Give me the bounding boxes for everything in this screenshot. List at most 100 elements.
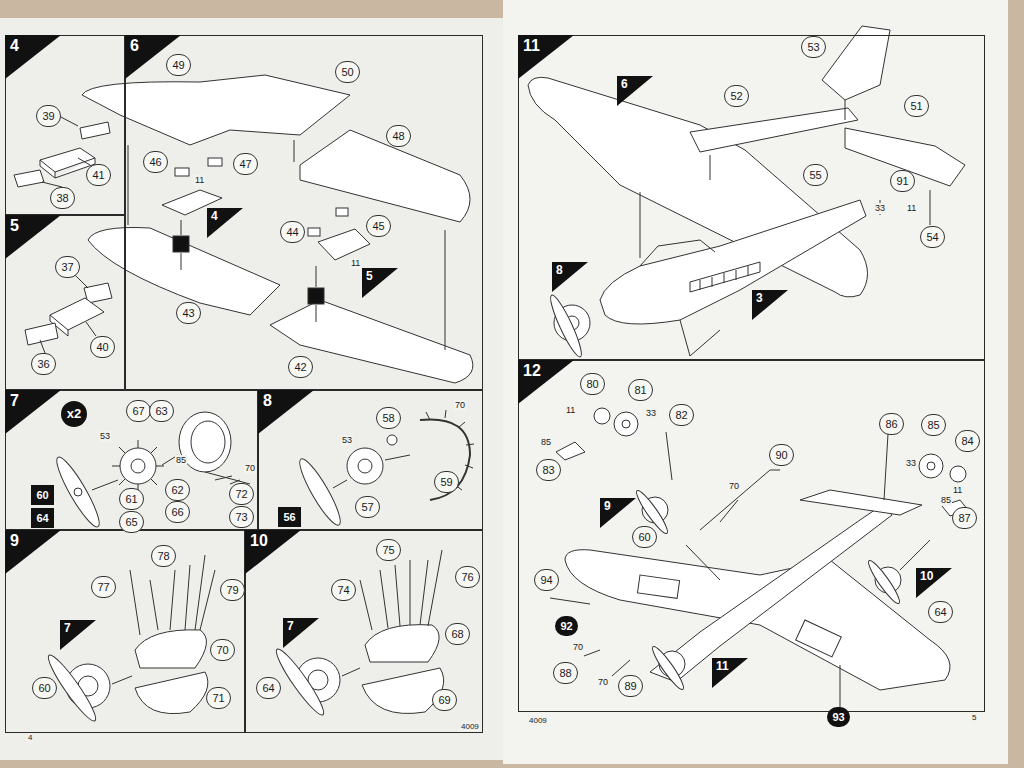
callout-number: 94 bbox=[534, 569, 559, 591]
page-number: 4009 bbox=[528, 716, 548, 726]
page-number: 4 bbox=[27, 733, 33, 743]
part-note: 11 bbox=[906, 203, 917, 214]
line-art bbox=[649, 644, 687, 692]
line-art bbox=[333, 455, 410, 488]
line-art bbox=[622, 420, 630, 428]
page-number: 4009 bbox=[460, 722, 480, 732]
callout-number: 39 bbox=[36, 105, 61, 127]
line-art bbox=[112, 555, 215, 684]
step-number: 12 bbox=[518, 360, 574, 404]
callout-number: 72 bbox=[229, 483, 254, 505]
line-art bbox=[208, 158, 222, 166]
line-art bbox=[308, 288, 324, 304]
part-note: 33 bbox=[905, 458, 917, 469]
callout-number: 90 bbox=[769, 444, 794, 466]
callout-number: 41 bbox=[86, 164, 111, 186]
callout-number: 36 bbox=[31, 353, 56, 375]
line-art bbox=[308, 228, 320, 236]
part-box-number: 60 bbox=[31, 485, 54, 505]
step-number: 9 bbox=[5, 530, 61, 574]
line-art bbox=[650, 505, 892, 682]
line-art bbox=[294, 455, 346, 529]
line-art bbox=[927, 462, 935, 470]
callout-number: 54 bbox=[920, 226, 945, 248]
callout-number: 89 bbox=[618, 675, 643, 697]
callout-number: 62 bbox=[165, 479, 190, 501]
part-note: 70 bbox=[597, 677, 609, 688]
part-note: 11 bbox=[565, 405, 576, 416]
part-box-number: 64 bbox=[31, 508, 54, 528]
line-art bbox=[637, 575, 679, 598]
line-art bbox=[387, 435, 397, 445]
line-art bbox=[112, 440, 164, 492]
callout-number: 40 bbox=[90, 336, 115, 358]
line-art bbox=[74, 488, 82, 496]
line-art bbox=[271, 645, 328, 719]
page-number: 5 bbox=[971, 713, 977, 723]
step-panel: 11 bbox=[518, 35, 985, 360]
line-art bbox=[347, 448, 383, 484]
part-note: 85 bbox=[175, 455, 187, 466]
line-art bbox=[14, 170, 44, 187]
line-art bbox=[191, 421, 225, 463]
callout-number: 57 bbox=[355, 496, 380, 518]
callout-number: 55 bbox=[803, 164, 828, 186]
callout-number: 50 bbox=[335, 61, 360, 83]
part-note: 85 bbox=[540, 437, 552, 448]
part-note: 70 bbox=[572, 642, 584, 653]
part-note: 70 bbox=[728, 481, 740, 492]
callout-number: 77 bbox=[91, 576, 116, 598]
part-box-number: 56 bbox=[278, 507, 301, 527]
line-art bbox=[565, 550, 950, 690]
part-note: 70 bbox=[244, 463, 256, 474]
callout-number: 65 bbox=[119, 511, 144, 533]
line-art bbox=[50, 298, 104, 336]
callout-number: 38 bbox=[50, 187, 75, 209]
callout-number: 78 bbox=[151, 545, 176, 567]
line-art bbox=[270, 300, 473, 383]
part-note: 11 bbox=[952, 485, 963, 496]
callout-number: 42 bbox=[288, 356, 313, 378]
part-note: 70 bbox=[454, 400, 466, 411]
line-art bbox=[919, 454, 943, 478]
callout-number: 79 bbox=[220, 579, 245, 601]
callout-number: 51 bbox=[904, 95, 929, 117]
callout-number: 84 bbox=[955, 430, 980, 452]
line-art bbox=[640, 100, 930, 356]
quantity-badge: x2 bbox=[61, 401, 87, 427]
callout-number: 59 bbox=[434, 471, 459, 493]
callout-number: 74 bbox=[331, 579, 356, 601]
black-callout: 92 bbox=[555, 616, 578, 636]
callout-number: 46 bbox=[143, 151, 168, 173]
callout-number: 73 bbox=[229, 506, 254, 528]
callout-number: 48 bbox=[386, 125, 411, 147]
line-art bbox=[120, 448, 156, 484]
line-art bbox=[128, 140, 445, 350]
callout-number: 87 bbox=[952, 507, 977, 529]
callout-number: 81 bbox=[628, 379, 653, 401]
line-art bbox=[822, 26, 890, 100]
black-callout: 93 bbox=[827, 707, 850, 727]
callout-number: 44 bbox=[280, 221, 305, 243]
line-art bbox=[25, 323, 58, 345]
callout-number: 70 bbox=[210, 639, 235, 661]
callout-number: 53 bbox=[801, 36, 826, 58]
line-art bbox=[82, 75, 350, 145]
callout-number: 63 bbox=[149, 400, 174, 422]
line-art bbox=[51, 453, 105, 530]
callout-number: 68 bbox=[445, 623, 470, 645]
line-art bbox=[358, 459, 372, 473]
callout-number: 91 bbox=[890, 170, 915, 192]
line-art bbox=[796, 620, 842, 657]
line-art bbox=[546, 293, 586, 360]
step-number: 10 bbox=[245, 530, 301, 574]
step-number: 8 bbox=[258, 390, 314, 434]
line-art bbox=[594, 408, 610, 424]
line-art bbox=[175, 168, 189, 176]
line-art bbox=[550, 432, 930, 708]
callout-number: 45 bbox=[366, 215, 391, 237]
line-art bbox=[420, 419, 470, 500]
callout-number: 47 bbox=[233, 153, 258, 175]
